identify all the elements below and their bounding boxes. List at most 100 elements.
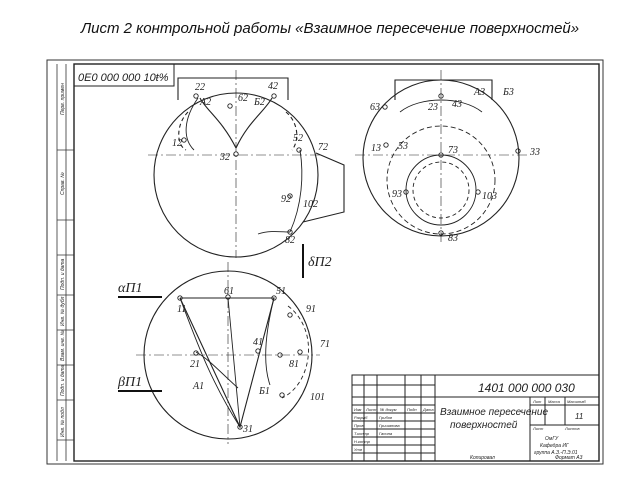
doc-title-line1: Взаимное пересечение: [440, 407, 548, 418]
strip-text-4: Взам. инв. №: [60, 329, 66, 361]
format-label: Формат А3: [555, 455, 583, 461]
org-line-0: ОмГУ: [545, 436, 559, 442]
side-label-4: 43: [452, 99, 462, 110]
front-dashed-arc-left: [178, 111, 189, 151]
side-label-2: 63: [370, 102, 380, 113]
front-label-1: 42: [268, 81, 278, 92]
stamp-names: Грибов Гришанова Ганина: [379, 415, 400, 436]
slide-title: Лист 2 контрольной работы «Взаимное пере…: [80, 20, 580, 37]
sheet-number: 11: [575, 412, 583, 421]
stamp-col-2: № докум: [380, 407, 397, 412]
stamp-name-1: Гришанова: [379, 423, 400, 428]
front-label-4: Б2: [253, 97, 265, 108]
front-intersection-curve-2: [257, 231, 291, 235]
side-label-5: 13: [371, 143, 381, 154]
side-label-1: Б3: [502, 87, 514, 98]
front-label-5: 12: [172, 138, 182, 149]
top-label-6: 21: [190, 359, 200, 370]
stamp-head-3: Лист: [532, 426, 544, 431]
stamp-col-0: Изм: [354, 407, 362, 412]
org-line-2: группа А.З.-П.Э.01: [534, 450, 578, 456]
top-label-1: 51: [276, 286, 286, 297]
stamp-col-1: Лист: [365, 407, 377, 412]
front-view-points: [181, 93, 302, 235]
side-label-3: 23: [428, 102, 438, 113]
left-strip: [56, 64, 74, 461]
strip-text-6: Инв. № подл: [60, 407, 66, 437]
doc-code: 1401 000 000 030: [478, 381, 575, 395]
strip-text-0: Перв. примен: [60, 83, 66, 115]
stamp-name-2: Ганина: [379, 431, 393, 436]
top-dashed-arc: [281, 305, 309, 399]
side-label-0: A3: [473, 87, 485, 98]
stamp-col-3: Подп: [407, 407, 417, 412]
front-inner-curve: [185, 97, 199, 151]
strip-text-2: Подп. и дата: [60, 258, 66, 290]
top-intersection-curve: [179, 297, 241, 428]
beta-plane-label: βΠ1: [117, 375, 142, 390]
strip-text-3: Инв. № дубл: [60, 296, 66, 326]
front-cylinder: [302, 152, 345, 223]
front-cusp-right: [235, 97, 273, 149]
stamp-name-0: Грибов: [379, 415, 392, 420]
side-label-8: 33: [529, 147, 540, 158]
front-dashed-arc-right: [285, 111, 298, 151]
top-label-7: 81: [289, 359, 299, 370]
org-line-1: Кафедра ИГ: [540, 443, 570, 449]
stamp-row-4: Утв: [354, 447, 362, 452]
doc-title-line2: поверхностей: [450, 420, 518, 431]
top-label-10: 101: [310, 392, 325, 403]
front-label-7: 32: [219, 152, 230, 163]
top-label-11: 31: [242, 424, 253, 435]
stamp-row-0: Разраб: [354, 415, 368, 420]
top-intersection-curve-3: [195, 351, 239, 389]
top-view-points: [177, 294, 303, 430]
front-cusp-left: [199, 97, 237, 149]
stamp-head-2: Масштаб: [567, 399, 586, 404]
side-label-10: 103: [482, 191, 497, 202]
top-label-0: 61: [224, 286, 234, 297]
side-label-7: 73: [448, 145, 458, 156]
side-label-6: 53: [398, 141, 408, 152]
sheet-outer-border: [46, 59, 604, 465]
top-label-9: Б1: [258, 386, 270, 397]
stamp-rows: Разраб Пров Т.контр Н.контр Утв: [354, 415, 371, 452]
front-label-8: 72: [318, 142, 328, 153]
top-label-3: 91: [306, 304, 316, 315]
top-label-2: 11: [177, 304, 186, 315]
title-block: [351, 374, 600, 462]
front-label-3: 62: [238, 93, 248, 104]
stamp-row-2: Т.контр: [354, 431, 370, 436]
stamp-head-0: Лит: [532, 399, 542, 404]
side-label-9: 93: [392, 189, 402, 200]
side-label-11: 83: [448, 233, 458, 244]
front-label-11: 82: [285, 235, 295, 246]
side-prism: [394, 79, 493, 100]
stamp-col-4: Дата: [422, 407, 434, 412]
front-prism: [177, 77, 289, 100]
top-label-8: A1: [192, 381, 204, 392]
alpha-plane-label: αΠ1: [118, 281, 142, 296]
copied-label: Копировал: [470, 455, 495, 461]
stamp-row-3: Н.контр: [354, 439, 371, 444]
front-view-labels: 22 42 A2 62 Б2 12 52 32 72 92 102 82: [172, 81, 328, 246]
top-view: [136, 262, 320, 444]
top-intersection-curve-2: [265, 297, 275, 386]
stamp-head-4: Листов: [564, 426, 580, 431]
front-intersection-curve: [289, 149, 303, 233]
stamp-head-1: Масса: [548, 399, 561, 404]
stamp-col-heads: Изм Лист № докум Подп Дата: [354, 407, 434, 412]
top-label-4: 41: [253, 337, 263, 348]
side-sphere-outline: [362, 79, 520, 237]
top-edge-mid: [227, 297, 241, 428]
org-lines: ОмГУ Кафедра ИГ группа А.З.-П.Э.01: [534, 436, 578, 456]
stamp-row-1: Пров: [354, 423, 363, 428]
stamp-heads: Лит Масса Масштаб Лист Листов: [532, 399, 586, 431]
sheet-code: 0E0 000 000 10ŧ%: [78, 72, 169, 84]
front-label-0: 22: [195, 82, 205, 93]
side-curve-top: [399, 99, 483, 113]
sheet-inner-frame: [73, 63, 600, 462]
left-strip-texts: Перв. примен Справ. № Подп. и дата Инв. …: [60, 83, 66, 437]
side-view-points: [382, 93, 521, 236]
front-label-9: 92: [281, 194, 291, 205]
